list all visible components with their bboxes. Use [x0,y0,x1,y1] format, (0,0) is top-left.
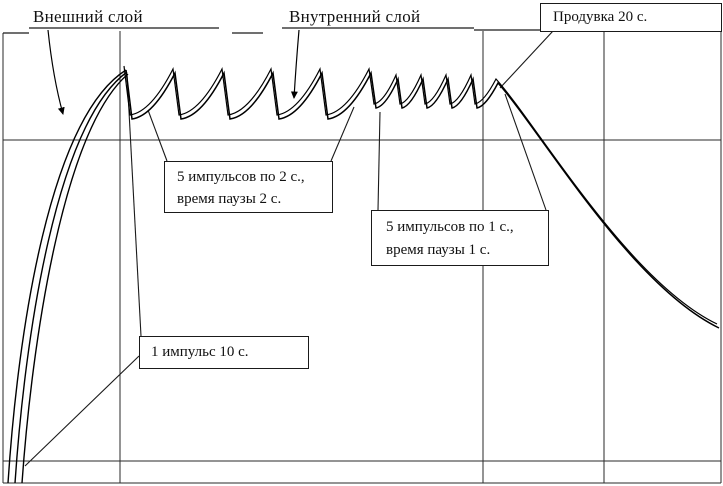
pulses-1s-leader-left [377,111,381,211]
inner-layer-label: Внутренний слой [289,7,421,26]
pulses-1s-line2: время паузы 1 с. [386,242,491,258]
heating-curve [7,65,720,484]
pulses-1s-leader-right [504,93,547,211]
pulses-2s-leader-right [330,106,355,162]
first-pulse-leader-top [126,73,142,337]
purge-leader [499,30,554,89]
purge-callout: Продувка 20 с. [540,3,722,32]
callout-leader-lines [24,30,554,467]
pulses-1s-line1: 5 импульсов по 1 с., [386,219,514,235]
outer-layer-arrow [47,29,65,115]
purge-callout-text: Продувка 20 с. [553,9,648,25]
pulses-2s-line2: время паузы 2 с. [177,191,282,207]
rise-curve-mid [14,71,128,484]
first-pulse-leader-bottom [24,355,140,467]
pulses-2s-callout: 5 импульсов по 2 с., время паузы 2 с. [164,161,333,213]
first-pulse-callout: 1 импульс 10 с. [139,336,309,369]
grid-lines [2,31,722,484]
first-pulse-text: 1 импульс 10 с. [151,344,249,360]
pulses-2s-leader-left [147,109,168,162]
layer-arrows [47,29,300,115]
top-border [3,27,541,34]
pulse-waveform-inner [123,65,718,325]
pulses-2s-line1: 5 импульсов по 2 с., [177,169,305,185]
rise-curve-outer [7,69,127,484]
pulses-1s-callout: 5 импульсов по 1 с., время паузы 1 с. [371,210,549,266]
rise-curve-inner [21,73,129,484]
outer-layer-label: Внешний слой [33,7,143,26]
inner-layer-arrow [290,29,300,99]
